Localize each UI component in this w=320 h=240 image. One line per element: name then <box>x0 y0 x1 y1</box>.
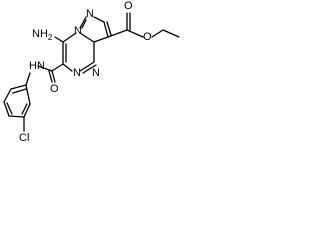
bond <box>103 21 109 38</box>
bond <box>21 103 28 115</box>
atom-label-amino: NH2 <box>32 28 53 42</box>
bond <box>23 103 31 118</box>
bond-layer <box>3 12 180 132</box>
atom-label-chloro: Cl <box>19 132 29 144</box>
chemical-structure: NH2 HN O Cl N N N N O O <box>3 0 180 144</box>
bond <box>62 32 77 43</box>
bond <box>25 72 31 86</box>
atom-label-pyrazole-n: N <box>86 8 94 20</box>
bond <box>106 21 112 36</box>
bond <box>79 16 87 29</box>
bond <box>93 36 109 43</box>
atom-label-ester-ether-o: O <box>143 31 152 43</box>
atom-label-ester-carbonyl-o: O <box>124 0 133 12</box>
atom-label-triazine-n2: N <box>92 67 100 79</box>
atom-label-bridgehead-n: N <box>74 25 82 37</box>
bond <box>51 70 56 83</box>
bond <box>48 70 53 83</box>
bond <box>10 84 27 90</box>
bond <box>93 16 105 23</box>
bond <box>79 32 95 43</box>
bond <box>37 65 53 72</box>
atom-label-triazine-n1: N <box>73 67 81 79</box>
bond <box>3 88 12 103</box>
bond <box>107 29 128 38</box>
atom-label-amide-oxygen: O <box>50 83 59 95</box>
bond <box>3 101 10 117</box>
bond <box>8 115 25 118</box>
bond <box>54 36 64 43</box>
bond <box>51 63 64 72</box>
bond <box>25 84 31 105</box>
bond <box>82 64 97 74</box>
atom-label-amide-nh: HN <box>29 60 45 72</box>
bond <box>126 29 144 38</box>
bond <box>79 61 95 72</box>
bond <box>162 29 180 38</box>
bond <box>62 63 73 72</box>
bond <box>6 102 13 115</box>
label-layer: NH2 HN O Cl N N N N O O <box>19 0 152 144</box>
bond <box>151 29 164 38</box>
bond <box>12 88 27 94</box>
bond <box>81 19 87 29</box>
